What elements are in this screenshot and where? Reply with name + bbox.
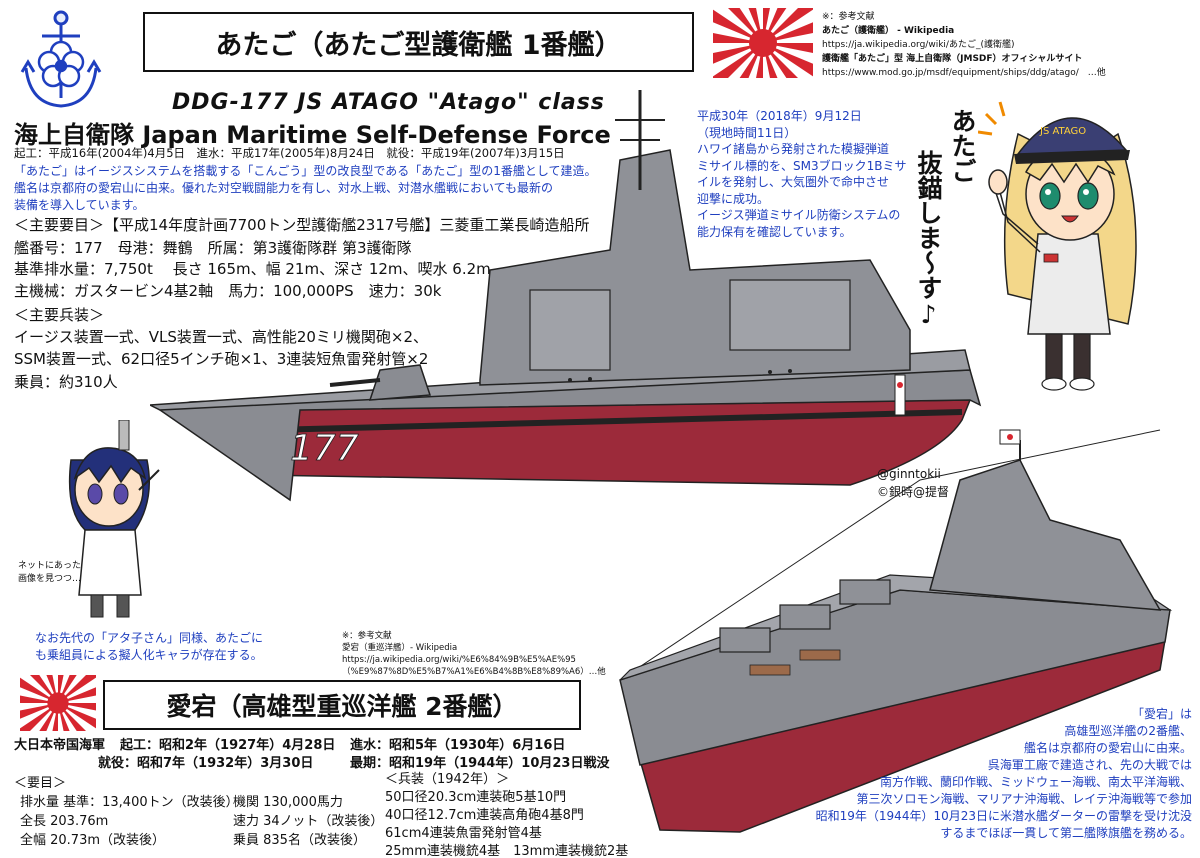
aigo-date: 進水：昭和5年（1930年）6月16日 xyxy=(350,738,566,753)
atago-title: あたご（あたご型護衛艦 1番艦） xyxy=(143,12,694,72)
flag-ray xyxy=(763,43,813,77)
flag-ray xyxy=(713,9,763,43)
desc-line: 艦名は京都府の愛宕山に由来。 xyxy=(1023,741,1192,755)
note-line: 能力保有を確認しています。 xyxy=(697,224,852,239)
note-line: 平成30年（2018年）9月12日 xyxy=(697,109,862,123)
atago-desc: 「あたご」はイージスシステムを搭載する「こんごう」型の改良型である「あたご」型の… xyxy=(14,164,597,178)
aigo-spec: 速力 34ノット（改装後） xyxy=(233,814,384,829)
refs-mid: ※：参考文献 愛宕（重巡洋艦）- Wikipedia https://ja.wi… xyxy=(342,630,606,678)
atago-chibi-character: JS ATAGO xyxy=(978,101,1137,391)
aigo-arm: 50口径20.3cm連装砲5基10門 xyxy=(385,790,567,805)
atago-spec: 基準排水量：7,750t 長さ 165m、幅 21m、深さ 12m、喫水 6.2… xyxy=(14,260,491,278)
signature-copyright: ©銀時@提督 xyxy=(877,485,950,499)
rising-sun-flag-icon xyxy=(20,675,96,731)
signature-handle: @ginntokii xyxy=(877,467,941,481)
aigo-date: 起工：昭和2年（1927年）4月28日 xyxy=(120,738,336,753)
flag-ray xyxy=(748,8,763,43)
atago-arm: イージス装置一式、VLS装置一式、高性能20ミリ機関砲×2、 xyxy=(14,328,429,346)
ref-url: https://www.mod.go.jp/msdf/equipment/shi… xyxy=(822,68,1106,78)
atago-eng-title: DDG-177 JS ATAGO "Atago" class xyxy=(172,90,605,115)
atago-destroyer-illustration: 177 xyxy=(150,90,982,502)
flag-ray xyxy=(713,43,763,78)
flag-ray xyxy=(20,703,58,731)
atago-spec-head: ＜主要要目＞【平成14年度計画7700トン型護衛艦2317号艦】三菱重工業長崎造… xyxy=(14,216,590,234)
desc-line: 第三次ソロモン海戦、マリアナ沖海戦、レイテ沖海戦等で参加 xyxy=(856,792,1192,806)
ref-url: https://ja.wikipedia.org/wiki/あたご_(護衛艦) xyxy=(822,40,1015,50)
msdf-emblem-icon xyxy=(20,10,102,108)
desc-line: するまでほぼ一貫して第二艦隊旗艦を務める。 xyxy=(940,826,1192,840)
flag-ray xyxy=(763,8,813,43)
ref-item: 愛宕（重巡洋艦）- Wikipedia xyxy=(342,643,458,653)
desc-line: 南方作戦、蘭印作戦、ミッドウェー海戦、南太平洋海戦、 xyxy=(879,775,1192,789)
atago-org-line: 海上自衛隊 Japan Maritime Self-Defense Force xyxy=(14,121,611,149)
ref-item: あたご（護衛艦） - Wikipedia xyxy=(822,26,955,36)
note-line: イージス弾道ミサイル防衛システムの xyxy=(697,208,901,222)
note-line: ネットにあった xyxy=(18,561,82,571)
aigo-arm: 40口径12.7cm連装高角砲4基8門 xyxy=(385,808,584,823)
aigo-spec: 機関 130,000馬力 xyxy=(233,795,343,810)
desc-line: 「愛宕」は xyxy=(1131,707,1192,721)
flag-ray xyxy=(739,43,763,78)
speech-col-1: あたご xyxy=(948,108,977,183)
desc-line: 昭和19年（1944年）10月23日に米潜水艦ダーターの雷撃を受け沈没 xyxy=(815,809,1192,823)
note-line: 画像を見つつ… xyxy=(18,574,82,584)
atago-desc: 装備を導入しています。 xyxy=(14,198,145,212)
note-line: も乗組員による擬人化キャラが存在する。 xyxy=(35,648,263,662)
aigo-date: 最期：昭和19年（1944年）10月23日戦没 xyxy=(350,756,610,771)
ref-url: https://ja.wikipedia.org/wiki/%E6%84%9B%… xyxy=(342,655,576,665)
ref-item: 護衛艦「あたご」型 海上自衛隊（JMSDF）オフィシャルサイト xyxy=(822,54,1083,64)
atago-dates: 起工：平成16年(2004年)4月5日 進水：平成17年(2005年)8月24日… xyxy=(14,146,565,160)
hull-number: 177 xyxy=(290,428,359,469)
flag-ray xyxy=(52,703,58,731)
ref-url: （%E9%87%8D%E5%B7%A1%E6%B4%8B%E8%89%A6）…他 xyxy=(342,667,606,677)
cap-text: JS ATAGO xyxy=(1039,126,1086,137)
flag-ray xyxy=(58,675,96,703)
refs-top: ※：参考文献 あたご（護衛艦） - Wikipedia https://ja.w… xyxy=(822,10,1106,80)
desc-line: 呉海軍工廠で建造され、先の大戦では xyxy=(987,758,1192,772)
bmd-note: 平成30年（2018年）9月12日 （現地時間11日） ハワイ諸島から発射された… xyxy=(697,108,906,240)
aigo-desc: 「愛宕」は 高雄型巡洋艦の2番艦、 艦名は京都府の愛宕山に由来。 呉海軍工廠で建… xyxy=(760,706,1192,842)
atago-spec: 主機械：ガスタービン4基2軸 馬力：100,000PS 速力：30k xyxy=(14,282,442,300)
small-note: ネットにあった 画像を見つつ… xyxy=(18,560,81,586)
note-line: ハワイ諸島から発射された模擬弾道 xyxy=(697,142,890,156)
flag-ray xyxy=(58,703,96,729)
aigo-arm: 61cm4連装魚雷発射管4基 xyxy=(385,826,542,841)
aigo-spec: 乗員 835名（改装後） xyxy=(233,833,366,848)
note-line: なお先代の「アタ子さん」同様、あたごに xyxy=(35,631,264,645)
atago-desc: 艦名は京都府の愛宕山に由来。優れた対空戦闘能力を有し、対水上戦、対潜水艦戦におい… xyxy=(14,181,554,195)
aigo-spec: 全長 203.76m xyxy=(20,814,109,829)
refs-head: ※：参考文献 xyxy=(342,631,392,641)
desc-line: 高雄型巡洋艦の2番艦、 xyxy=(1064,724,1192,738)
takao-chibi-character xyxy=(68,420,160,618)
aigo-title: 愛宕（高雄型重巡洋艦 2番艦） xyxy=(103,680,581,730)
aigo-navy: 大日本帝国海軍 xyxy=(14,738,106,753)
note-line: 迎撃に成功。 xyxy=(697,191,770,206)
aigo-arm: 25mm連装機銃4基 13mm連装機銃2基 xyxy=(385,844,629,858)
aigo-spec: 全幅 20.73m（改装後） xyxy=(20,833,166,848)
flag-ray xyxy=(39,703,58,731)
refs-head: ※：参考文献 xyxy=(822,12,875,22)
atago-spec: 艦番号：177 母港：舞鶴 所属：第3護衛隊群 第3護衛隊 xyxy=(14,239,412,257)
note-line: （現地時間11日） xyxy=(697,125,797,140)
signature: @ginntokii ©銀時@提督 xyxy=(877,465,949,501)
speech-col-2: 抜錨しま〜す♪ xyxy=(914,150,943,329)
rising-sun-flag-icon xyxy=(713,8,813,78)
anthro-note: なお先代の「アタ子さん」同様、あたごに も乗組員による擬人化キャラが存在する。 xyxy=(35,630,263,664)
note-line: ミサイル標的を、SM3ブロック1Bミサ xyxy=(697,158,907,173)
atago-arm: SSM装置一式、62口径5インチ砲×1、3連装短魚雷発射管×2 xyxy=(14,350,429,368)
aigo-arm-head: ＜兵装（1942年）＞ xyxy=(385,772,510,787)
aigo-date: 就役：昭和7年（1932年）3月30日 xyxy=(98,756,314,771)
note-line: イルを発射し、大気圏外で命中させ xyxy=(697,175,890,189)
atago-arm: 乗員：約310人 xyxy=(14,373,118,391)
aigo-spec: 排水量 基準：13,400トン（改装後） xyxy=(20,795,239,810)
aigo-spec-head: ＜要目＞ xyxy=(14,776,67,791)
atago-heavy-cruiser-illustration xyxy=(619,429,1173,833)
atago-arm-head: ＜主要兵装＞ xyxy=(14,306,105,324)
